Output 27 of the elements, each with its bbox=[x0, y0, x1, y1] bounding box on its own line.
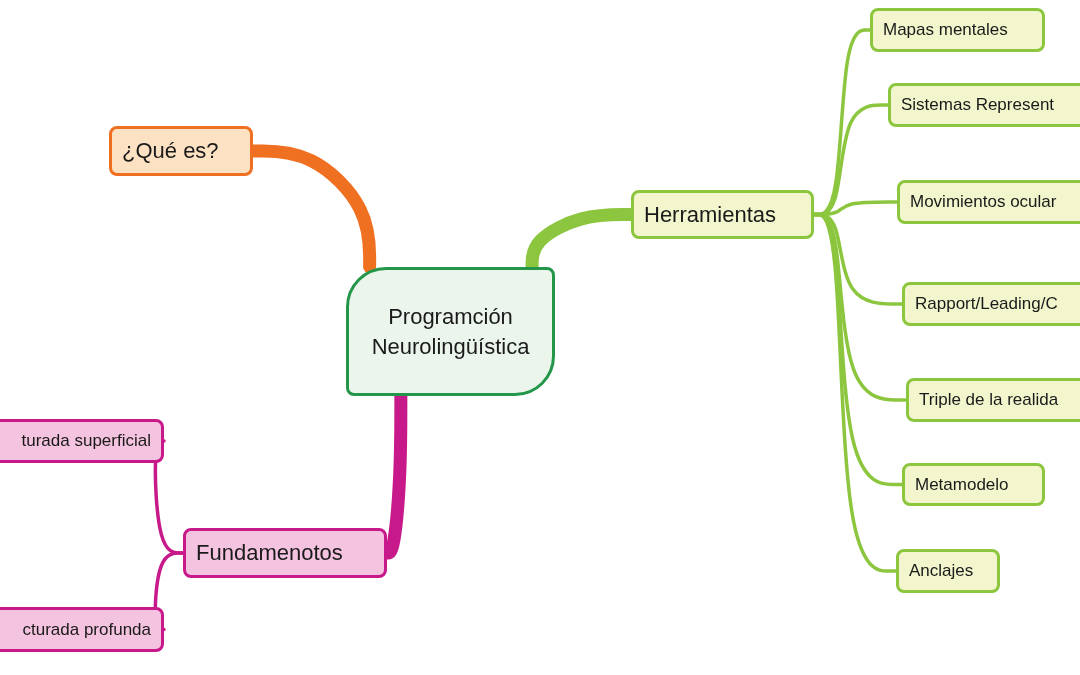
topic-label: Fundamenotos bbox=[196, 540, 343, 566]
topic-label: Sistemas Represent bbox=[901, 95, 1055, 115]
topic-label: Anclajes bbox=[909, 561, 974, 581]
subtopic-box bbox=[896, 549, 1000, 593]
topic-label: Mapas mentales bbox=[883, 20, 1008, 40]
topic-box bbox=[631, 190, 814, 239]
subtopic-box bbox=[902, 463, 1045, 506]
topic-label: Herramientas bbox=[644, 201, 777, 228]
subtopic-box bbox=[0, 419, 164, 463]
topic-label: ¿Qué es? bbox=[122, 138, 219, 164]
topic-label: Triple de la realida bbox=[919, 390, 1059, 410]
topic-label: Programción Neurolingüística bbox=[370, 302, 531, 361]
topic-label: Movimientos ocular bbox=[910, 192, 1057, 212]
central-topic-box bbox=[346, 267, 555, 396]
topic-box bbox=[109, 126, 253, 176]
topic-label: Rapport/Leading/C bbox=[915, 294, 1058, 314]
subtopic-box bbox=[906, 378, 1080, 422]
topic-label: Metamodelo bbox=[915, 474, 1009, 495]
subtopic-box bbox=[870, 8, 1045, 52]
topic-label: turada superficial bbox=[21, 431, 151, 451]
connector-line bbox=[812, 212, 898, 573]
subtopic-box bbox=[888, 83, 1080, 127]
topic-box bbox=[183, 528, 387, 578]
subtopic-box bbox=[897, 180, 1080, 224]
topic-label: cturada profunda bbox=[22, 619, 151, 640]
subtopic-box bbox=[902, 282, 1080, 326]
subtopic-box bbox=[0, 607, 164, 652]
